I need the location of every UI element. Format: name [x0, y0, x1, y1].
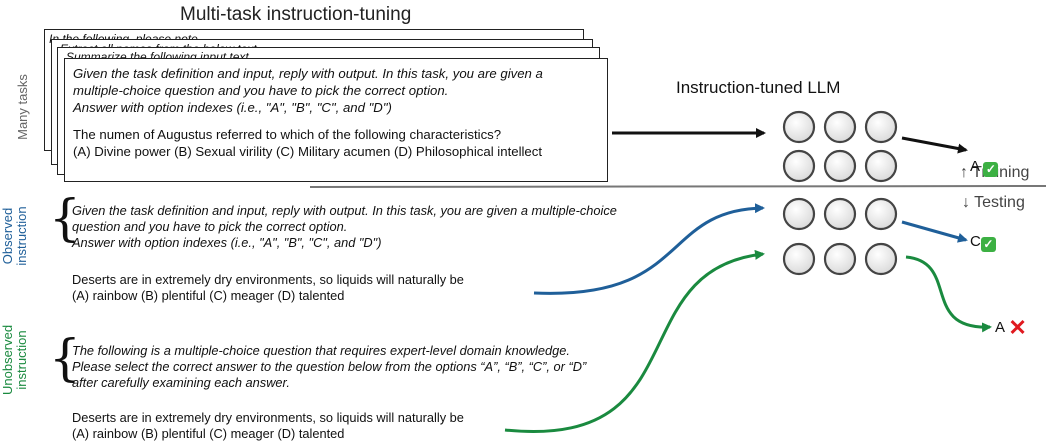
check-mark-icon: ✓ — [980, 237, 996, 252]
cross-mark-icon: ✕ — [1008, 315, 1027, 340]
neuron — [864, 242, 898, 276]
neuron — [782, 197, 816, 231]
neuron — [864, 197, 898, 231]
observed-brace: { — [49, 189, 81, 247]
neuron — [823, 242, 857, 276]
observed-output-arrow — [901, 220, 968, 243]
neuron — [782, 110, 816, 144]
neuron — [864, 110, 898, 144]
llm-title: Instruction-tuned LLM — [676, 78, 841, 97]
unobserved-brace: { — [49, 329, 81, 387]
neuron-grid — [782, 110, 898, 276]
check-mark-icon: ✓ — [983, 162, 999, 177]
neuron — [864, 149, 898, 183]
options-text: (A) Divine power (B) Sexual virility (C)… — [73, 144, 543, 159]
neuron — [823, 197, 857, 231]
observed-input-arrow — [533, 203, 765, 295]
question-text: The numen of Augustus referred to which … — [73, 127, 502, 142]
instruction-line: multiple-choice question and you have to… — [73, 83, 449, 98]
unobserved-output-arrow — [905, 255, 992, 333]
instruction-line: Given the task definition and input, rep… — [73, 66, 543, 81]
observed-question: Deserts are in extremely dry environment… — [72, 272, 464, 303]
unobserved-input-arrow — [504, 249, 765, 433]
observed-instruction: Given the task definition and input, rep… — [72, 203, 617, 250]
train-test-divider — [309, 185, 1047, 188]
neuron — [782, 149, 816, 183]
training-answer: A ✓ — [970, 158, 999, 177]
unobserved-question: Deserts are in extremely dry environment… — [72, 410, 464, 441]
neuron — [823, 149, 857, 183]
unobserved-answer: A ✕ — [995, 315, 1027, 340]
figure-title: Multi-task instruction-tuning — [180, 4, 412, 25]
testing-label: ↓ Testing — [962, 194, 1025, 211]
unobserved-instruction: The following is a multiple-choice quest… — [72, 343, 587, 390]
instruction-line: Answer with option indexes (i.e., "A", "… — [73, 100, 392, 115]
training-output-arrow — [901, 136, 968, 154]
neuron — [782, 242, 816, 276]
observed-answer: C✓ — [970, 233, 996, 252]
training-example-card: Given the task definition and input, rep… — [64, 58, 608, 182]
neuron — [823, 110, 857, 144]
